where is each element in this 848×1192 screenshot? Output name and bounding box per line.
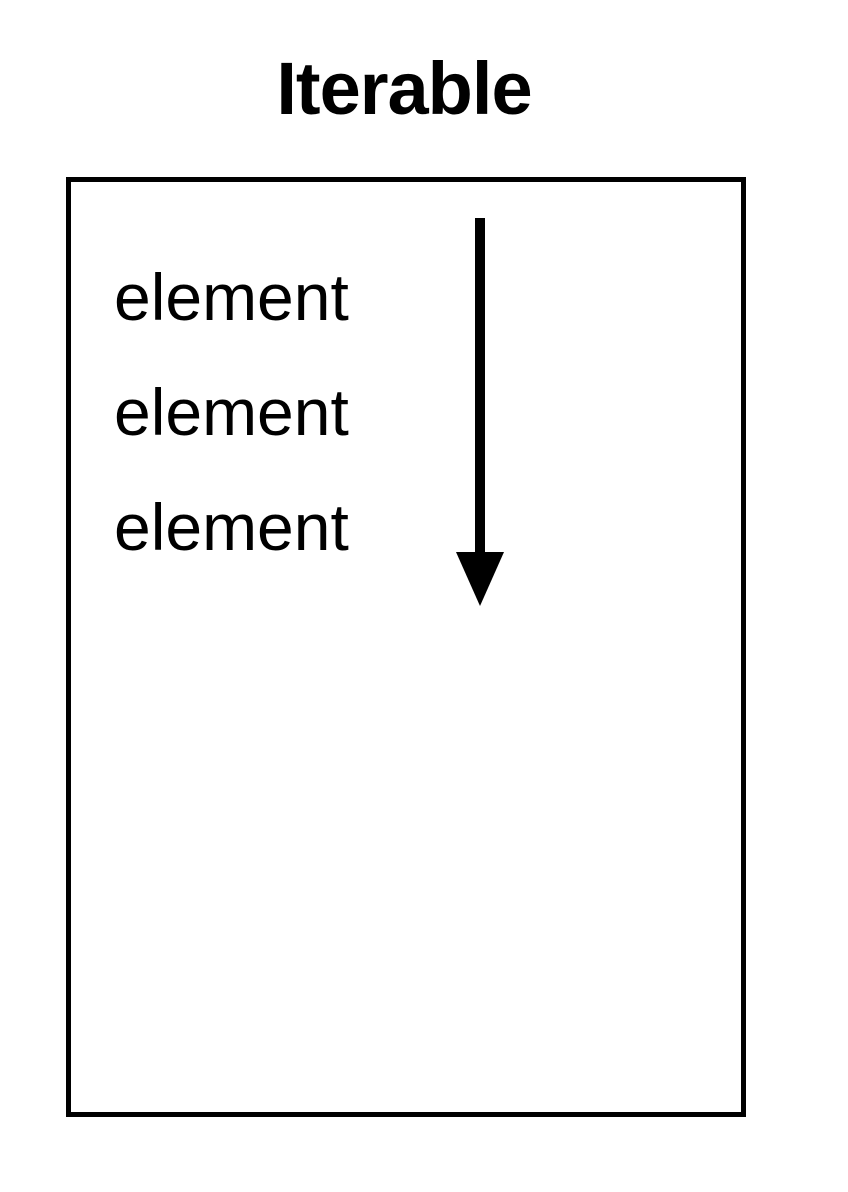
iteration-arrow [456, 218, 504, 606]
iterable-container [66, 177, 746, 1117]
diagram-title: Iterable [276, 47, 532, 130]
element-item: element [114, 375, 349, 449]
arrowhead-icon [456, 552, 504, 606]
element-item: element [114, 490, 349, 564]
element-item: element [114, 260, 349, 334]
element-list: element element element [114, 240, 349, 585]
